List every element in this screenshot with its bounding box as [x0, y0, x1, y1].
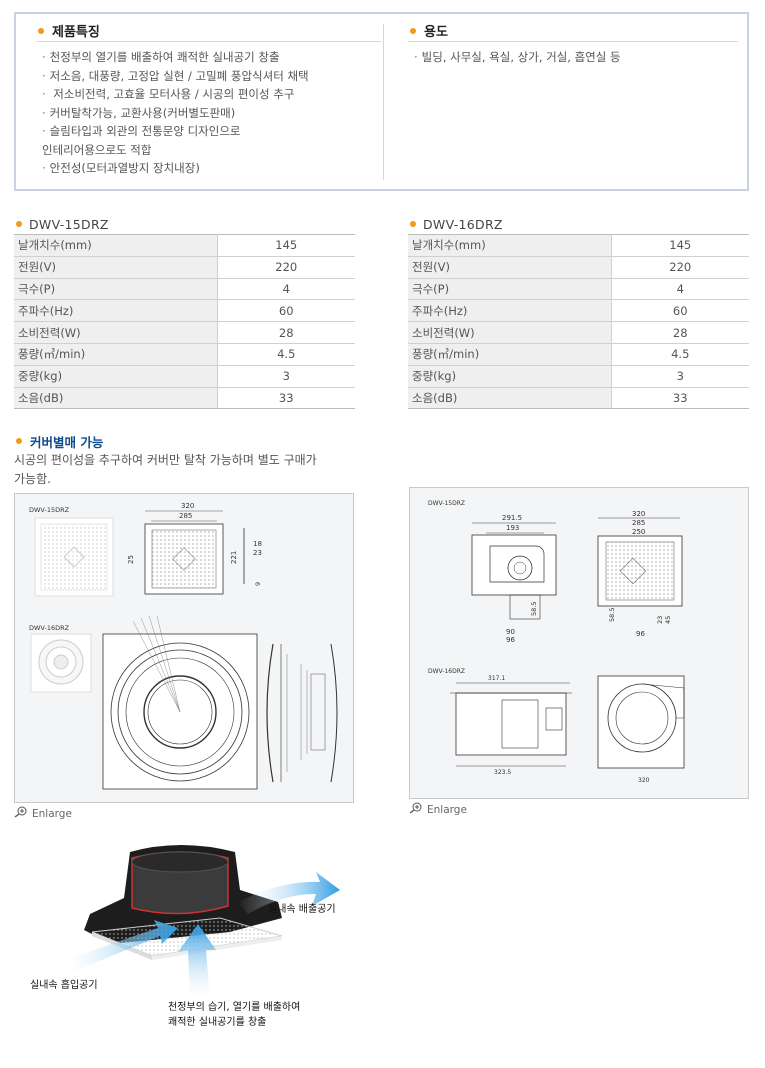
table-row: 풍량(㎥/min)4.5 [408, 343, 749, 366]
spec-header: DWV-15DRZ [14, 214, 355, 234]
spec-table: 날개치수(mm)145 전원(V)220 극수(P)4 주파수(Hz)60 소비… [408, 234, 749, 410]
table-row: 소비전력(W)28 [14, 321, 355, 344]
svg-text:193: 193 [506, 524, 519, 532]
airflow-illustration: 실내속 배출공기 실내속 흡입공기 천정부의 습기, 열기를 배출하여 쾌적한 … [20, 832, 360, 1042]
enlarge-link[interactable]: Enlarge [14, 806, 72, 821]
diagram-label: DWV-16DRZ [29, 624, 70, 632]
table-row: 주파수(Hz)60 [408, 299, 749, 323]
svg-text:90: 90 [506, 628, 515, 636]
features-title: 제품특징 [52, 25, 100, 40]
spec-model-title: DWV-16DRZ [423, 216, 503, 232]
feature-item: ·커버탈착가능, 교환사용(커버별도판매) [42, 105, 236, 120]
table-row: 중량(kg)3 [408, 365, 749, 388]
diagram-label: DWV-15DRZ [428, 500, 465, 507]
table-row: 소음(dB)33 [408, 387, 749, 410]
svg-text:18: 18 [253, 540, 262, 548]
table-row: 소음(dB)33 [14, 387, 355, 410]
bullet-dot-icon [38, 27, 44, 34]
svg-text:221: 221 [230, 551, 238, 564]
bullet-dot-icon [410, 27, 416, 34]
spec-table: 날개치수(mm)145 전원(V)220 극수(P)4 주파수(Hz)60 소비… [14, 234, 355, 410]
table-row: 소비전력(W)28 [408, 321, 749, 344]
diagram-label: DWV-15DRZ [29, 506, 70, 514]
feature-item: ·안전성(모터과열방지 장치내장) [42, 161, 200, 175]
table-row: 전원(V)220 [14, 256, 355, 279]
feature-item: ·천정부의 열기를 배출하여 쾌적한 실내공기 창출 [42, 50, 280, 64]
usage-column: 용도 ·빌딩, 사무실, 욕실, 상가, 거실, 흡연실 등 [408, 22, 738, 67]
column-divider [383, 24, 384, 180]
features-column: 제품특징 ·천정부의 열기를 배출하여 쾌적한 실내공기 창출 ·저소음, 대풍… [36, 22, 381, 178]
bullet-dot-icon [16, 221, 22, 227]
feature-item: ·저소음, 대풍량, 고정압 실현 / 고밀폐 풍압식셔터 채택 [42, 68, 309, 83]
cover-section: 커버별매 가능 시공의 편이성을 추구하여 커버만 탈착 가능하며 별도 구매가… [14, 432, 359, 489]
table-row: 중량(kg)3 [14, 365, 355, 388]
diagram-label: DWV-16DRZ [428, 668, 465, 675]
intake-air-label: 실내속 흡입공기 [30, 980, 98, 991]
svg-text:320: 320 [181, 502, 194, 510]
usage-item: ·빌딩, 사무실, 욕실, 상가, 거실, 흡연실 등 [414, 50, 621, 64]
usage-title: 용도 [424, 25, 448, 40]
magnifier-plus-icon [409, 802, 423, 817]
table-row: 극수(P)4 [408, 278, 749, 301]
table-row: 주파수(Hz)60 [14, 299, 355, 323]
bullet-dot-icon [410, 221, 416, 227]
cover-title: 커버별매 가능 [30, 434, 104, 450]
svg-text:291.5: 291.5 [502, 514, 522, 522]
svg-text:317.1: 317.1 [488, 675, 505, 682]
fan-airflow-image [60, 845, 340, 1000]
cover-header: 커버별매 가능 [14, 432, 359, 450]
svg-text:25: 25 [127, 555, 135, 564]
features-list: ·천정부의 열기를 배출하여 쾌적한 실내공기 창출 ·저소음, 대풍량, 고정… [36, 48, 381, 178]
cover-diagram-drawing: DWV-15DRZ 320 285 25 221 18 23 9 DWV-16D… [29, 502, 338, 790]
table-row: 전원(V)220 [408, 256, 749, 279]
svg-text:320: 320 [638, 777, 650, 784]
svg-text:45: 45 [664, 616, 672, 624]
magnifier-plus-icon [14, 806, 28, 821]
features-box: 제품특징 ·천정부의 열기를 배출하여 쾌적한 실내공기 창출 ·저소음, 대풍… [14, 12, 749, 191]
table-row: 극수(P)4 [14, 278, 355, 301]
table-row: 풍량(㎥/min)4.5 [14, 343, 355, 366]
svg-text:23: 23 [656, 616, 664, 624]
svg-text:323.5: 323.5 [494, 769, 511, 776]
usage-list: ·빌딩, 사무실, 욕실, 상가, 거실, 흡연실 등 [408, 48, 738, 67]
table-row: 날개치수(mm)145 [408, 234, 749, 257]
svg-text:285: 285 [632, 519, 645, 527]
spec-model-title: DWV-15DRZ [29, 216, 109, 232]
features-header: 제품특징 [36, 22, 381, 42]
svg-text:285: 285 [179, 512, 192, 520]
spec-table-dwv16: DWV-16DRZ 날개치수(mm)145 전원(V)220 극수(P)4 주파… [408, 214, 749, 410]
body-dimension-diagram[interactable]: DWV-15DRZ 291.5 193 58.5 90 96 320 285 2… [409, 487, 749, 799]
usage-header: 용도 [408, 22, 738, 42]
spec-header: DWV-16DRZ [408, 214, 749, 234]
svg-text:58.5: 58.5 [530, 602, 538, 616]
svg-text:250: 250 [632, 528, 645, 536]
body-diagram-drawing: DWV-15DRZ 291.5 193 58.5 90 96 320 285 2… [428, 500, 685, 784]
feature-item: · 저소비전력, 고효율 모터사용 / 시공의 편이성 추구 [42, 87, 295, 101]
bullet-dot-icon [16, 438, 22, 444]
svg-text:23: 23 [253, 549, 262, 557]
feature-item: ·슬림타입과 외관의 전통문양 디자인으로 [42, 124, 241, 138]
cover-dimension-diagram[interactable]: DWV-15DRZ 320 285 25 221 18 23 9 DWV-16D… [14, 493, 354, 803]
feature-item: 인테리어용으로도 적합 [42, 142, 152, 157]
exhaust-air-label: 실내속 배출공기 [268, 904, 336, 915]
svg-text:9: 9 [254, 582, 262, 586]
table-row: 날개치수(mm)145 [14, 234, 355, 257]
spec-table-dwv15: DWV-15DRZ 날개치수(mm)145 전원(V)220 극수(P)4 주파… [14, 214, 355, 410]
svg-text:96: 96 [636, 630, 645, 638]
svg-text:96: 96 [506, 636, 515, 644]
svg-text:320: 320 [632, 510, 645, 518]
enlarge-link[interactable]: Enlarge [409, 802, 467, 817]
airflow-description: 천정부의 습기, 열기를 배출하여 쾌적한 실내공기를 창출 [168, 1002, 301, 1028]
svg-text:58.5: 58.5 [608, 608, 616, 622]
cover-description: 시공의 편이성을 추구하여 커버만 탈착 가능하며 별도 구매가 가능함. [14, 453, 317, 486]
